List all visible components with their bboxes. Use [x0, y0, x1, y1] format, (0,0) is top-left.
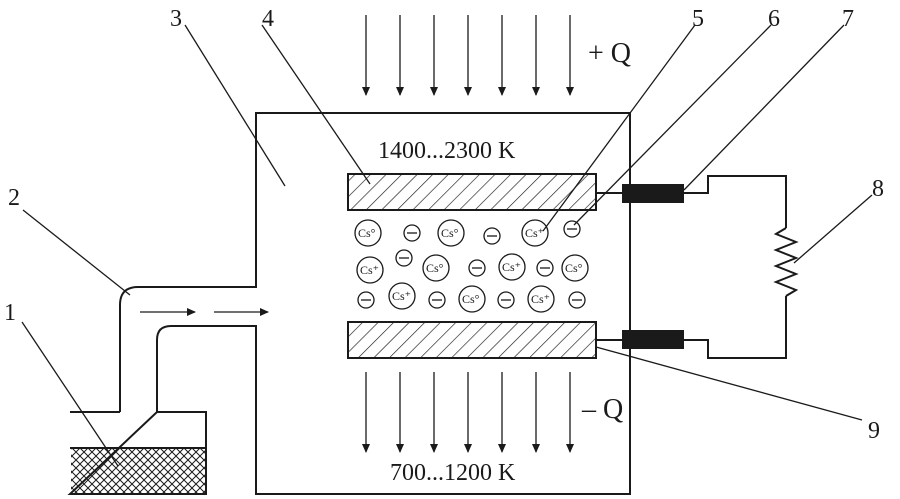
svg-text:Cs°: Cs°	[358, 226, 376, 240]
callout-2: 2	[8, 185, 20, 211]
cesium-reservoir	[67, 411, 207, 495]
callout-9: 9	[868, 418, 880, 444]
callout-6: 6	[768, 6, 780, 32]
electron	[428, 291, 446, 309]
electron	[497, 291, 515, 309]
lower-insulator	[622, 330, 684, 349]
cesium-ion: Cs⁺	[498, 253, 526, 281]
svg-text:Cs⁺: Cs⁺	[360, 263, 379, 277]
neutral-cesium-atom: Cs°	[422, 254, 450, 282]
collector-electrode	[347, 321, 597, 359]
svg-text:Cs⁺: Cs⁺	[531, 292, 550, 306]
cesium-ion: Cs⁺	[527, 285, 555, 313]
leader-lines	[21, 24, 873, 467]
heat-in-label: + Q	[588, 38, 631, 69]
svg-text:Cs⁺: Cs⁺	[392, 289, 411, 303]
electron	[403, 224, 421, 242]
neutral-cesium-atom: Cs°	[458, 285, 486, 313]
chamber	[255, 112, 631, 495]
electron	[536, 259, 554, 277]
cold-temperature: 700...1200 K	[390, 460, 516, 486]
plasma-particles: Cs° Cs° Cs⁺ Cs⁺ Cs° Cs⁺ Cs° Cs⁺ Cs° Cs⁺	[354, 219, 589, 313]
external-circuit	[684, 175, 799, 359]
feed-pipe	[119, 286, 260, 412]
svg-text:Cs°: Cs°	[565, 261, 583, 275]
cesium-ion: Cs⁺	[356, 256, 384, 284]
hot-temperature: 1400...2300 K	[378, 138, 516, 164]
upper-insulator	[622, 184, 684, 203]
svg-text:Cs°: Cs°	[426, 261, 444, 275]
svg-text:Cs°: Cs°	[462, 292, 480, 306]
heat-out-arrows	[362, 372, 574, 453]
cesium-ion: Cs⁺	[388, 282, 416, 310]
neutral-cesium-atom: Cs°	[437, 219, 465, 247]
electron	[357, 291, 375, 309]
electron	[563, 220, 581, 238]
cesium-ion: Cs⁺	[521, 219, 549, 247]
neutral-cesium-atom: Cs°	[354, 219, 382, 247]
neutral-cesium-atom: Cs°	[561, 254, 589, 282]
callout-3: 3	[170, 6, 182, 32]
svg-text:Cs⁺: Cs⁺	[525, 226, 544, 240]
callout-5: 5	[692, 6, 704, 32]
electron	[483, 227, 501, 245]
svg-text:Cs⁺: Cs⁺	[502, 260, 521, 274]
callout-1: 1	[4, 300, 16, 326]
electron	[395, 249, 413, 267]
electron	[468, 259, 486, 277]
callout-8: 8	[872, 176, 884, 202]
heat-out-label: – Q	[581, 394, 623, 425]
emitter-electrode	[347, 173, 597, 211]
heat-in-arrows	[362, 15, 574, 96]
svg-text:Cs°: Cs°	[441, 226, 459, 240]
callout-7: 7	[842, 6, 854, 32]
electron	[568, 291, 586, 309]
callout-4: 4	[262, 6, 274, 32]
